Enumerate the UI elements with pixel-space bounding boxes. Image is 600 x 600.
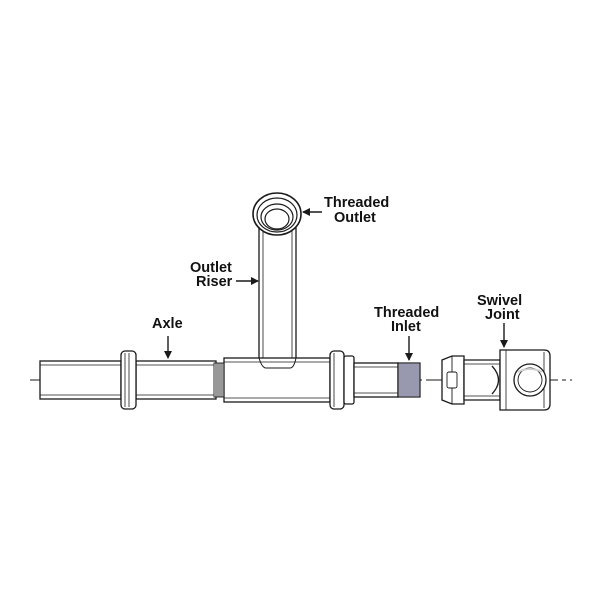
threaded-outlet-fitting (252, 192, 302, 236)
label-outlet-riser-1: Outlet (190, 260, 232, 276)
label-threaded-outlet-1: Threaded (324, 195, 389, 211)
label-swivel-joint-2: Joint (485, 307, 520, 323)
left-collar (120, 350, 137, 410)
axle-thread (213, 362, 225, 398)
inlet-tube (353, 362, 399, 398)
right-collar (329, 350, 355, 410)
label-outlet-riser-2: Riser (196, 274, 233, 290)
label-threaded-outlet-2: Outlet (334, 210, 376, 226)
label-threaded-inlet-2: Inlet (391, 319, 421, 335)
swivel-joint (441, 349, 551, 411)
outlet-riser (258, 221, 297, 369)
tee-body (223, 357, 331, 403)
label-swivel-joint-1: Swivel (477, 293, 522, 309)
leader-arrows (164, 208, 508, 361)
axle (39, 360, 217, 400)
threaded-inlet (397, 362, 421, 398)
label-threaded-inlet-1: Threaded (374, 305, 439, 321)
label-axle: Axle (152, 316, 183, 332)
